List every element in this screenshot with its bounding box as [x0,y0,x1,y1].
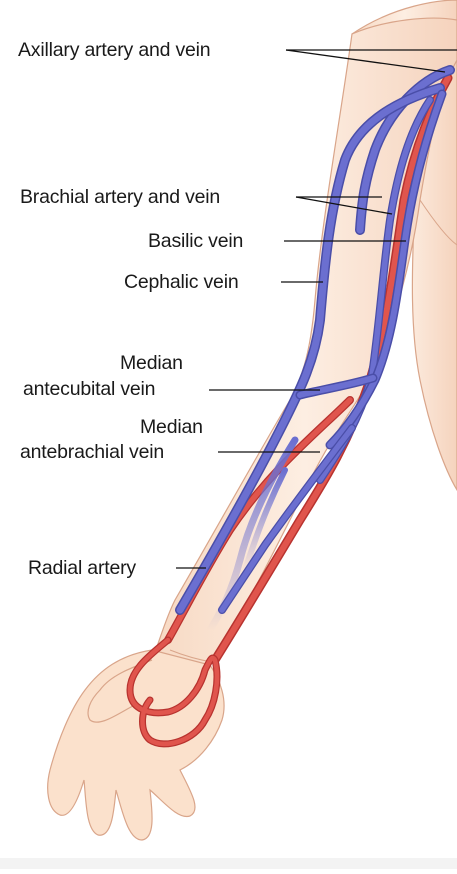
median-antebrachial-label-line2: antebrachial vein [20,441,164,463]
bottom-strip [0,858,457,869]
radial-label: Radial artery [28,557,136,579]
cephalic-label: Cephalic vein [124,271,238,293]
median-antecubital-label-line1: Median [120,352,183,374]
axillary-label: Axillary artery and vein [18,39,210,61]
basilic-label: Basilic vein [148,230,243,252]
median-antecubital-label-line2: antecubital vein [23,378,155,400]
median-antebrachial-label-line1: Median [140,416,203,438]
brachial-label: Brachial artery and vein [20,186,220,208]
